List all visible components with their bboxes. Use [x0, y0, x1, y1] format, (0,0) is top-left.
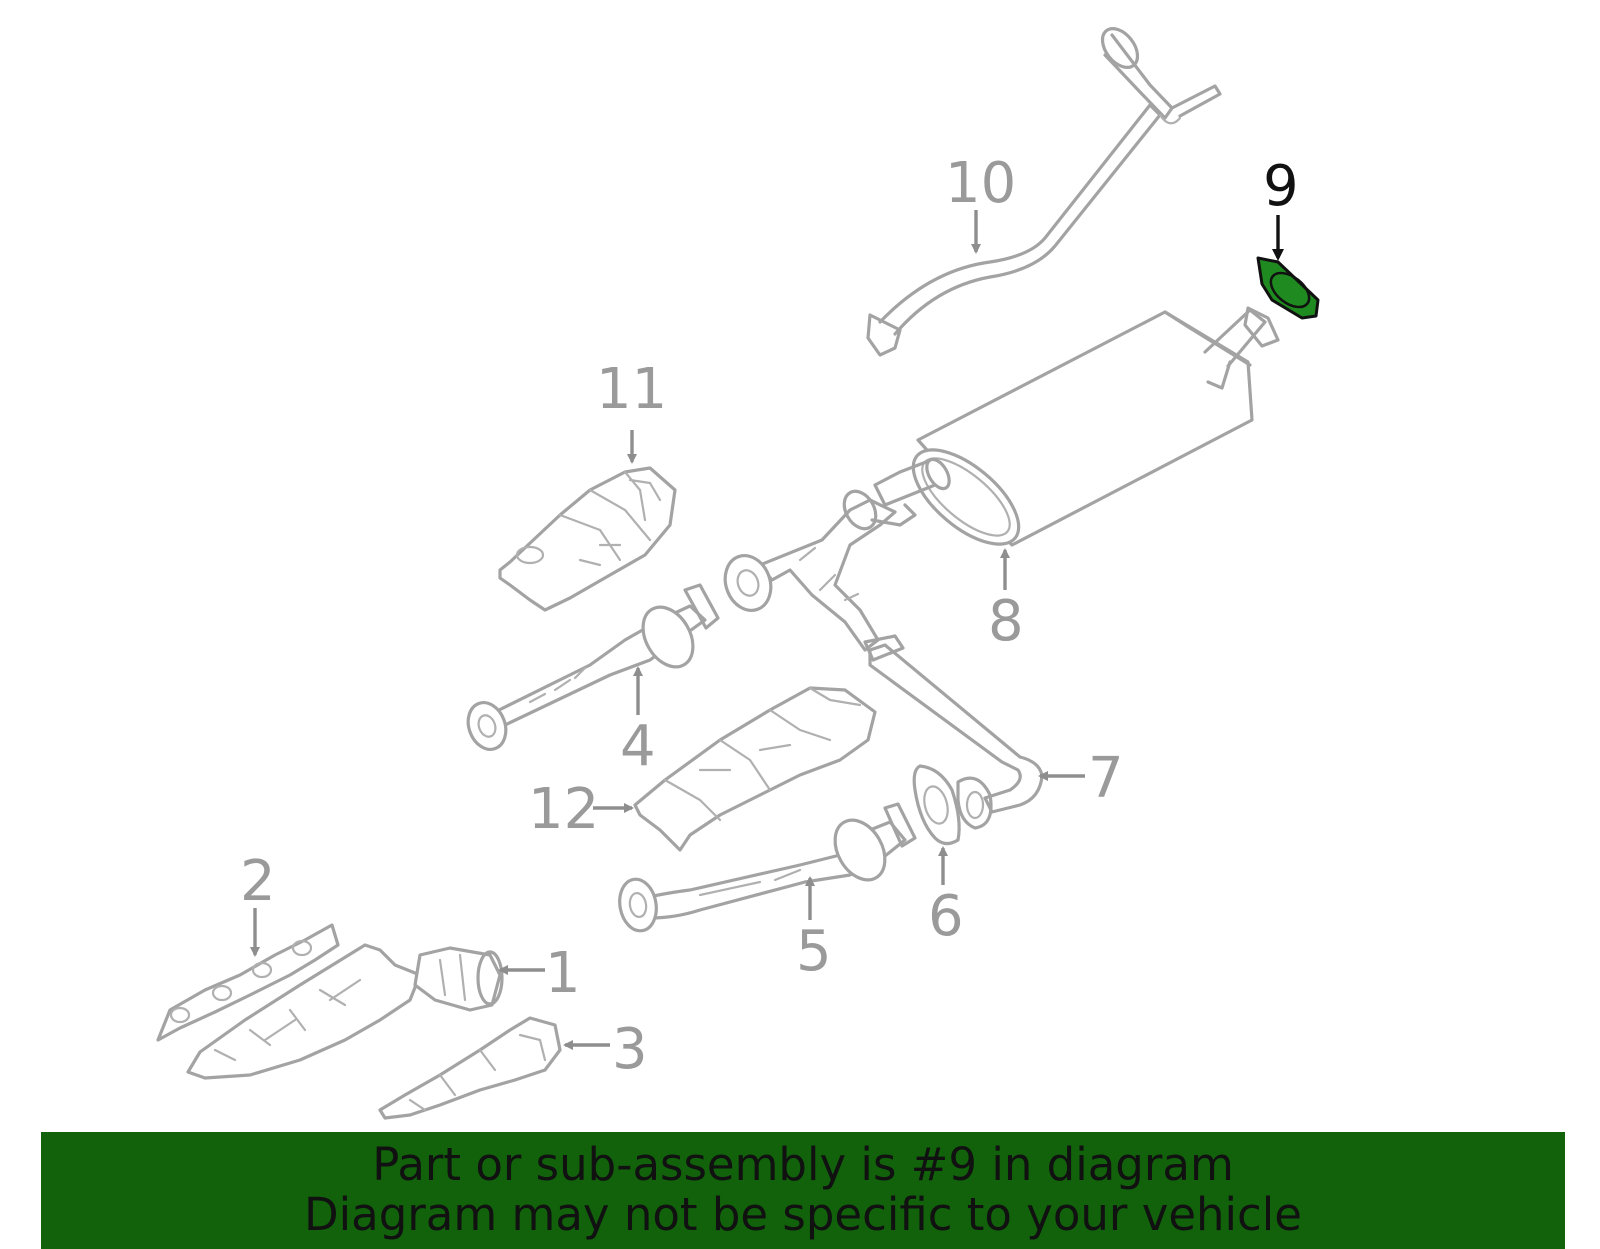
- callout-3[interactable]: 3: [612, 1017, 648, 1082]
- callout-2[interactable]: 2: [240, 849, 276, 914]
- part-12-heat-shield[interactable]: [633, 686, 877, 852]
- part-2-manifold-gasket[interactable]: [156, 923, 340, 1042]
- callout-9[interactable]: 9: [1263, 154, 1299, 219]
- callout-6[interactable]: 6: [928, 884, 964, 949]
- callout-8[interactable]: 8: [988, 589, 1024, 654]
- callout-1[interactable]: 1: [545, 941, 581, 1006]
- callout-4[interactable]: 4: [620, 714, 656, 779]
- y-pipe[interactable]: [718, 486, 917, 652]
- info-banner: Part or sub-assembly is #9 in diagram Di…: [41, 1132, 1565, 1249]
- callout-10[interactable]: 10: [945, 151, 1016, 216]
- part-3-heat-shield[interactable]: [378, 1016, 562, 1120]
- part-10-tail-pipe[interactable]: [866, 22, 1222, 357]
- part-9-gasket[interactable]: [1256, 256, 1320, 320]
- part-1-exhaust-manifold[interactable]: [186, 943, 504, 1080]
- part-11-heat-shield[interactable]: [498, 466, 677, 612]
- callout-arrows: [250, 210, 1284, 1050]
- callout-11[interactable]: 11: [596, 357, 667, 422]
- part-8-muffler[interactable]: [873, 306, 1280, 561]
- callout-12[interactable]: 12: [528, 777, 599, 842]
- part-5-front-pipe[interactable]: [616, 802, 917, 934]
- callout-5[interactable]: 5: [796, 919, 832, 984]
- part-7-pipe[interactable]: [863, 634, 1044, 830]
- callout-7[interactable]: 7: [1088, 746, 1124, 811]
- banner-line-2: Diagram may not be specific to your vehi…: [304, 1188, 1302, 1241]
- part-6-gasket[interactable]: [912, 764, 961, 846]
- banner-line-1: Part or sub-assembly is #9 in diagram: [372, 1138, 1234, 1191]
- part-4-front-pipe[interactable]: [462, 583, 720, 755]
